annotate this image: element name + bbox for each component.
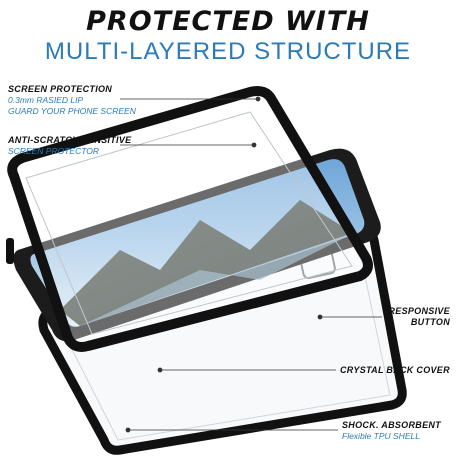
anti-scratch-heading: ANTI-SCRATCH SENSITIVE xyxy=(8,135,132,145)
screen-protection-sub2: GUARD YOUR PHONE SCREEN xyxy=(8,106,136,116)
screen-protection-sub1: 0.3mm RASIED LIP xyxy=(8,95,84,105)
responsive-button-heading2: BUTTON xyxy=(410,317,450,327)
callout-responsive-button: RESPONSIVE BUTTON xyxy=(388,306,450,328)
headline-protected-with: PROTECTED WITH xyxy=(86,6,370,37)
callout-shock-absorbent: SHOCK. ABSORBENT Flexible TPU SHELL xyxy=(342,420,441,442)
callout-crystal-back-cover: CRYSTAL BACK COVER xyxy=(340,365,450,376)
phone-device xyxy=(13,148,381,342)
shock-absorbent-heading: SHOCK. ABSORBENT xyxy=(342,420,441,430)
shock-absorbent-sub1: Flexible TPU SHELL xyxy=(342,431,420,441)
front-bumper-frame xyxy=(6,86,373,352)
callout-screen-protection: SCREEN PROTECTION 0.3mm RASIED LIP GUARD… xyxy=(8,84,136,117)
screen-protection-heading: SCREEN PROTECTION xyxy=(8,84,113,94)
headline-multi-layered-structure: MULTI-LAYERED STRUCTURE xyxy=(44,38,412,65)
callout-lines xyxy=(120,96,382,433)
crystal-back-cover-heading: CRYSTAL BACK COVER xyxy=(340,365,450,375)
responsive-button-heading1: RESPONSIVE xyxy=(388,306,450,316)
callout-anti-scratch: ANTI-SCRATCH SENSITIVE SCREEN PROTECTOR xyxy=(8,135,131,157)
anti-scratch-sub1: SCREEN PROTECTOR xyxy=(8,146,99,156)
